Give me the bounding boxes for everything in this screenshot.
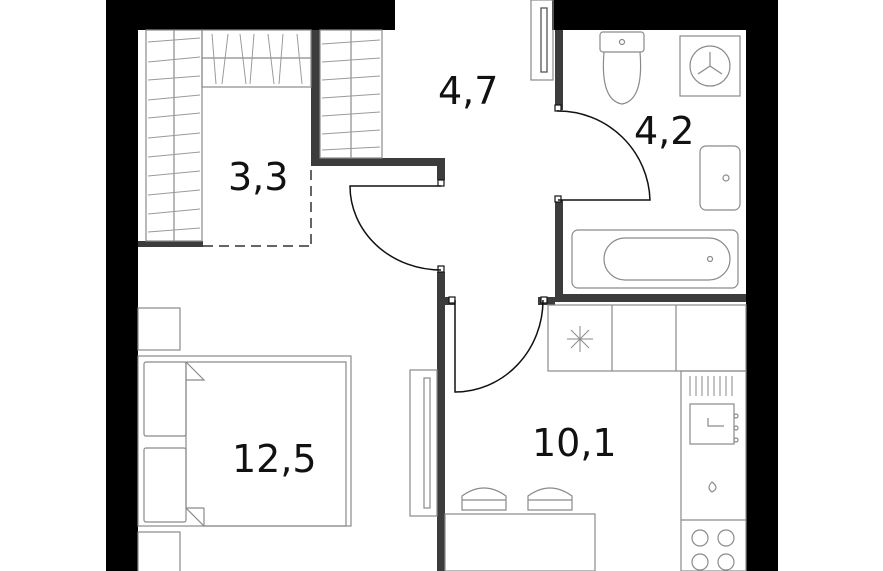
- wardrobe-wall-bottom: [138, 241, 203, 247]
- wardrobe-shelving-top: [201, 29, 312, 88]
- bathroom-wall-left-upper: [555, 30, 563, 110]
- doors: [349, 110, 651, 393]
- bathroom-fixtures: [571, 31, 741, 289]
- wall-right: [746, 0, 778, 571]
- dining-set: [444, 487, 596, 571]
- closet-wall-vertical: [311, 30, 320, 165]
- wardrobe-shelving-left: [145, 29, 203, 242]
- bathroom-wall-left-lower: [555, 200, 563, 300]
- door-jambs: [437, 104, 562, 304]
- closet-door-jamb: [437, 158, 445, 180]
- bathroom-area-label: 4,2: [634, 109, 695, 153]
- kitchen-sink: [689, 403, 739, 445]
- bedroom-area-label: 12,5: [232, 437, 317, 481]
- washing-machine: [679, 35, 741, 97]
- tv-unit: [409, 369, 438, 517]
- nightstand-bottom: [137, 531, 181, 571]
- exterior-walls: [106, 0, 778, 571]
- nightstand-top: [137, 307, 181, 351]
- wall-top-right: [552, 0, 778, 30]
- toilet: [599, 31, 645, 105]
- wardrobe-opening: [203, 170, 312, 247]
- tap-icon: [708, 481, 717, 493]
- bathroom-sink: [699, 145, 741, 211]
- bedroom-furniture: [137, 307, 352, 571]
- fridge-icon: [567, 326, 593, 352]
- bedroom-kitchen-wall: [437, 272, 445, 571]
- stove: [681, 519, 746, 571]
- door-hallway: [349, 185, 442, 271]
- wall-left: [106, 0, 138, 571]
- kitchen-furniture: [444, 304, 747, 571]
- bed: [137, 355, 352, 527]
- dish-rack: [689, 376, 733, 396]
- door-bathroom: [557, 110, 651, 201]
- bathtub: [571, 229, 739, 289]
- wall-top-left: [106, 0, 395, 30]
- wall-top-right-stub: [552, 0, 574, 16]
- door-kitchen: [454, 299, 544, 393]
- closet-shelving: [319, 29, 383, 159]
- bathroom-wall-bottom: [555, 294, 746, 302]
- wardrobe-area-label: 3,3: [228, 155, 289, 199]
- entrance-panel: [530, 0, 554, 81]
- closet-wall-horizontal: [311, 158, 444, 166]
- kitchen-area-label: 10,1: [532, 421, 617, 465]
- wall-top-left-stub: [373, 0, 395, 16]
- hallway-area-label: 4,7: [438, 69, 499, 113]
